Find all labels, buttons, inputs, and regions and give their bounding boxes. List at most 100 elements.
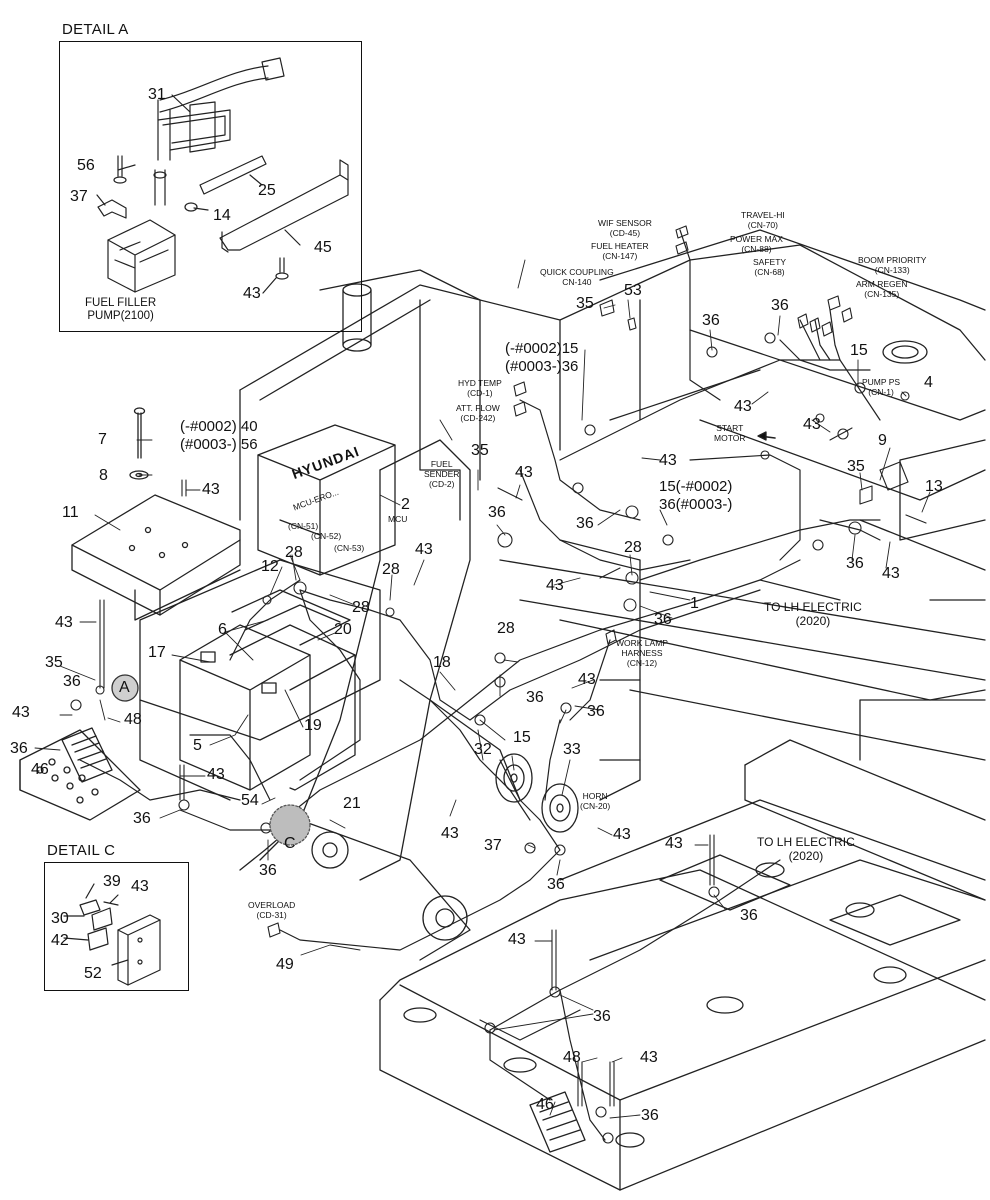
work-lamp-left xyxy=(61,727,113,783)
connector-label-overload: OVERLOAD (CD-31) xyxy=(248,900,296,920)
part-callout-45: 45 xyxy=(314,239,332,256)
connector-label-cn52: (CN-52) xyxy=(311,531,342,541)
connector-label-cn53: (CN-53) xyxy=(334,543,365,553)
connector-label-arm-regen: ARM REGEN (CN-135) xyxy=(856,279,908,299)
access-hole xyxy=(882,340,928,364)
boom-mount-structure xyxy=(239,439,641,961)
part-callout-13: 13 xyxy=(925,478,943,495)
part-callout-36: 36 xyxy=(133,810,151,827)
part-callout-43: 43 xyxy=(613,826,631,843)
part-callout-56: 56 xyxy=(77,157,95,174)
part-callout-36: 36 xyxy=(576,515,594,532)
part-callout-9: 9 xyxy=(878,432,887,449)
connector-label-quick-coupling: QUICK COUPLING CN-140 xyxy=(540,267,614,287)
detail-a-caption: FUEL FILLER PUMP(2100) xyxy=(85,297,157,323)
connector-label-hyd-temp: HYD TEMP (CD-1) xyxy=(458,378,502,398)
part-callout-17: 17 xyxy=(148,644,166,661)
clips-and-bolts xyxy=(70,225,927,1144)
part-callout-15: 15 xyxy=(850,342,868,359)
connector-label-safety: SAFETY (CN-68) xyxy=(753,257,787,277)
part-callout-1: 1 xyxy=(690,595,699,612)
part-callout-36: 36 xyxy=(10,740,28,757)
detail-marker-a-label: A xyxy=(119,679,130,696)
part-callout-36: 36 xyxy=(771,297,789,314)
part-callout-43: 43 xyxy=(243,285,261,302)
part-callout-30: 30 xyxy=(51,910,69,927)
part-callout-52: 52 xyxy=(84,965,102,982)
part-callout-31: 31 xyxy=(148,86,166,103)
connector-label-work-lamp: WORK LAMP HARNESS (CN-12) xyxy=(616,638,668,668)
note-to-lh-electric-lower: TO LH ELECTRIC (2020) xyxy=(757,835,855,863)
part-callout-43: 43 xyxy=(207,766,225,783)
part-callout-2: 2 xyxy=(401,496,410,513)
connector-label-pump-ps: PUMP PS (CN-1) xyxy=(862,377,901,397)
part-callout-43: 43 xyxy=(882,565,900,582)
part-callout-28: 28 xyxy=(497,620,515,637)
lower-frame-outline xyxy=(379,739,986,1191)
part-callout-43: 43 xyxy=(734,398,752,415)
work-lamp-right xyxy=(529,1091,586,1153)
part-callout-36: 36 xyxy=(259,862,277,879)
part-callout-8: 8 xyxy=(99,467,108,484)
horn-33 xyxy=(541,783,579,833)
part-callout-36: 36 xyxy=(641,1107,659,1124)
detail-a-box xyxy=(59,41,362,332)
part-callout-36: 36 xyxy=(488,504,506,521)
detail-a-title: DETAIL A xyxy=(62,21,129,38)
detail-marker-c-label: C xyxy=(284,835,296,852)
connector-label-att-flow: ATT. FLOW (CD-242) xyxy=(456,403,500,423)
part-callout-19: 19 xyxy=(304,717,322,734)
part-callout-4: 4 xyxy=(924,374,933,391)
detail-a-marker xyxy=(111,674,139,702)
connector-label-cn51: (CN-51) xyxy=(288,521,319,531)
detail-c-title: DETAIL C xyxy=(47,842,116,859)
part-callout-32: 32 xyxy=(474,741,492,758)
part-callout-35: 35 xyxy=(847,458,865,475)
part-callout-21: 21 xyxy=(343,795,361,812)
part-callout-7: 7 xyxy=(98,431,107,448)
part-callout-43: 43 xyxy=(659,452,677,469)
leader-lines xyxy=(34,259,931,1119)
connector-label-horn: HORN (CN-20) xyxy=(580,791,611,811)
detail-a-drawing xyxy=(96,57,349,294)
part-callout-43: 43 xyxy=(515,464,533,481)
note-serial-15-36-lower: 15(-#0002) 36(#0003-) xyxy=(659,478,733,513)
part-callout-43: 43 xyxy=(640,1049,658,1066)
part-callout-43: 43 xyxy=(12,704,30,721)
part-callout-48: 48 xyxy=(124,711,142,728)
note-to-lh-electric-upper: TO LH ELECTRIC (2020) xyxy=(764,600,862,628)
left-platform xyxy=(19,559,381,821)
connector-label-fuel-heater: FUEL HEATER (CN-147) xyxy=(591,241,649,261)
part-callout-35: 35 xyxy=(471,442,489,459)
part-callout-53: 53 xyxy=(624,282,642,299)
mcu-box xyxy=(257,424,396,576)
part-callout-36: 36 xyxy=(63,673,81,690)
part-callout-12: 12 xyxy=(261,558,279,575)
connector-label-fuel-sender: FUEL SENDER (CD-2) xyxy=(424,459,460,489)
horn-32 xyxy=(495,753,533,803)
part-callout-36: 36 xyxy=(654,611,672,628)
part-callout-43: 43 xyxy=(202,481,220,498)
note-serial-40-56: (-#0002) 40 (#0003-) 56 xyxy=(180,418,258,453)
part-callout-35: 35 xyxy=(45,654,63,671)
part-callout-36: 36 xyxy=(526,689,544,706)
part-callout-36: 36 xyxy=(740,907,758,924)
part-callout-28: 28 xyxy=(285,544,303,561)
part-callout-36: 36 xyxy=(846,555,864,572)
connector-label-power-max: POWER MAX (CN-88) xyxy=(730,234,783,254)
connector-label-wif-sensor: WIF SENSOR (CD-45) xyxy=(598,218,652,238)
part-callout-25: 25 xyxy=(258,182,276,199)
part-callout-14: 14 xyxy=(213,207,231,224)
part-callout-28: 28 xyxy=(352,599,370,616)
part-callout-46: 46 xyxy=(31,761,49,778)
part-callout-54: 54 xyxy=(241,792,259,809)
part-callout-43: 43 xyxy=(131,878,149,895)
part-callout-43: 43 xyxy=(508,931,526,948)
part-callout-39: 39 xyxy=(103,873,121,890)
part-callout-28: 28 xyxy=(382,561,400,578)
part-callout-49: 49 xyxy=(276,956,294,973)
part-callout-28: 28 xyxy=(624,539,642,556)
detail-c-drawing xyxy=(63,883,161,986)
upper-frame-outline xyxy=(239,229,986,761)
